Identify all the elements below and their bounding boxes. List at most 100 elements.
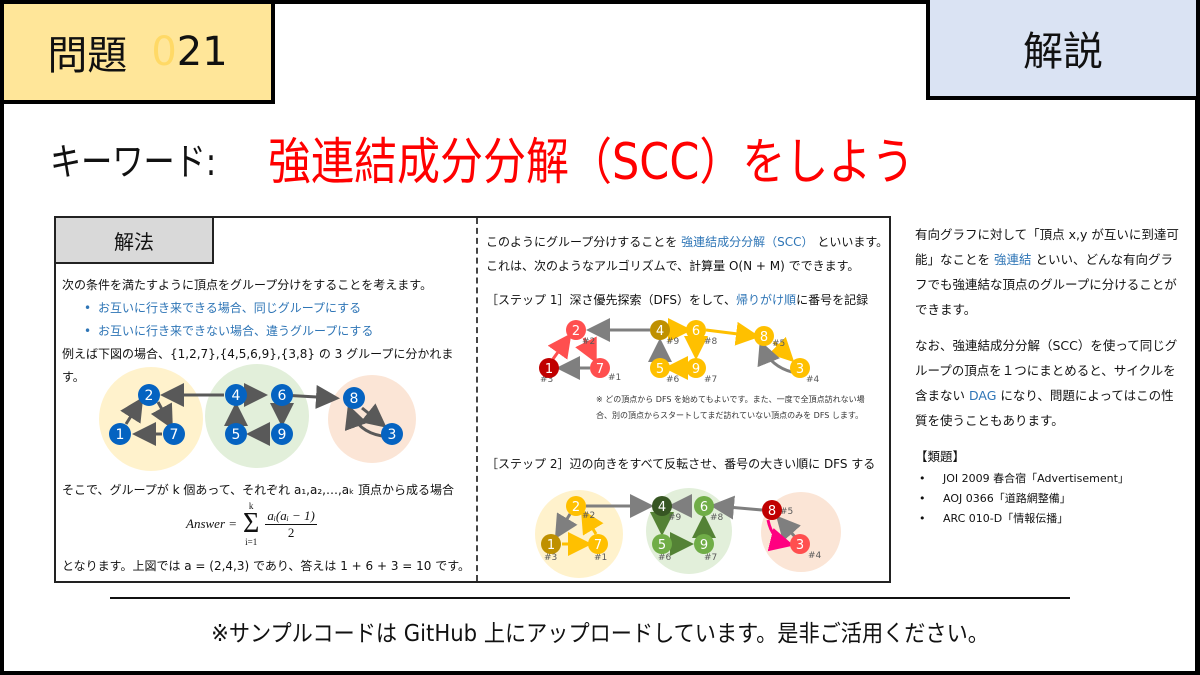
- svg-text:7: 7: [170, 427, 179, 443]
- step1-graph: #2 #3 #1 #9 #8 #6 #7 #5 #4 2 1 7 4 6 5 9…: [539, 318, 820, 385]
- svg-text:8: 8: [768, 504, 776, 519]
- svg-text:#9: #9: [666, 337, 680, 347]
- formula-fraction: aᵢ(aᵢ − 1) 2: [265, 508, 317, 541]
- svg-text:2: 2: [572, 324, 580, 339]
- explain-tag: 解説: [926, 0, 1200, 100]
- method-left-column: 次の条件を満たすように頂点をグループ分けをすることを考えます。 お互いに行き来で…: [62, 274, 472, 389]
- svg-text:7: 7: [594, 538, 602, 553]
- step1-node-9: 9: [686, 358, 706, 378]
- algorithm-line1: このようにグループ分けすることを 強連結成分分解（SCC） といいます。: [486, 235, 889, 249]
- svg-text:#5: #5: [780, 507, 793, 517]
- example-node-2: 2: [138, 384, 160, 406]
- similar-problem-item: ARC 010-D「情報伝播」: [915, 509, 1185, 529]
- similar-problem-item: JOI 2009 春合宿「Advertisement」: [915, 469, 1185, 489]
- svg-text:#7: #7: [704, 553, 717, 563]
- keyword-row: キーワード: 強連結成分分解（SCC）をしよう: [50, 118, 1020, 198]
- example-node-1: 1: [109, 423, 131, 445]
- svg-text:5: 5: [232, 427, 241, 443]
- svg-text:#4: #4: [808, 551, 822, 561]
- example-node-6: 6: [271, 384, 293, 406]
- svg-text:#9: #9: [668, 513, 682, 523]
- answer-formula: Answer = k Σ i=1 aᵢ(aᵢ − 1) 2: [186, 501, 317, 547]
- scc-term: 強連結成分分解（SCC）: [681, 235, 814, 249]
- svg-text:#8: #8: [704, 337, 718, 347]
- groups-text: そこで、グループが k 個あって、それぞれ a₁,a₂,…,aₖ 頂点から成る場…: [62, 483, 455, 497]
- svg-text:1: 1: [116, 427, 125, 443]
- problem-number: 21: [176, 29, 228, 75]
- footer-note: ※サンプルコードは GitHub 上にアップロードしています。是非ご活用ください…: [211, 621, 989, 647]
- svg-text:#6: #6: [666, 375, 680, 385]
- algorithm-line2: これは、次のようなアルゴリズムで、計算量 O(N + M) でできます。: [486, 259, 860, 273]
- step1-node-2: 2: [566, 320, 586, 340]
- step2-node-3: 3: [790, 534, 810, 554]
- similar-problem-item: AOJ 0366「道路網整備」: [915, 489, 1185, 509]
- problem-label: 問題: [47, 33, 128, 79]
- step1-node-4: 4: [650, 320, 670, 340]
- example-node-9: 9: [271, 423, 293, 445]
- method-intro: 次の条件を満たすように頂点をグループ分けをすることを考えます。: [62, 278, 433, 292]
- svg-text:4: 4: [658, 500, 666, 515]
- step1-node-5: 5: [650, 358, 670, 378]
- svg-text:#1: #1: [594, 553, 607, 563]
- svg-text:6: 6: [692, 324, 700, 339]
- svg-text:#4: #4: [806, 375, 820, 385]
- group-red: [328, 375, 416, 463]
- svg-text:3: 3: [796, 538, 804, 553]
- svg-text:6: 6: [700, 500, 708, 515]
- step1-node-8: 8: [754, 326, 774, 346]
- formula-denominator: 2: [287, 524, 295, 540]
- svg-text:#2: #2: [582, 511, 595, 521]
- problem-number-prefix: 0: [151, 29, 177, 75]
- example-node-4: 4: [225, 384, 247, 406]
- method-bullet-different-group: お互いに行き来できない場合、違うグループにする: [62, 320, 472, 343]
- step2-node-8: 8: [762, 500, 782, 520]
- svg-text:#3: #3: [540, 375, 553, 385]
- dag-term: DAG: [968, 388, 997, 403]
- step2-title: ［ステップ 2］辺の向きをすべて反転させ、番号の大きい順に DFS する: [486, 457, 876, 471]
- svg-text:3: 3: [388, 427, 397, 443]
- example-graph: 2 1 7 4 6 5 9 8 3: [99, 364, 416, 471]
- step1-node-1: 1: [539, 358, 559, 378]
- algorithm-column: このようにグループ分けすることを 強連結成分分解（SCC） といいます。 これは…: [486, 230, 889, 312]
- step2-node-2: 2: [566, 496, 586, 516]
- step2-node-9: 9: [694, 534, 714, 554]
- step2-node-1: 1: [541, 534, 561, 554]
- svg-text:#7: #7: [704, 375, 717, 385]
- step1-node-7: 7: [590, 358, 610, 378]
- svg-text:9: 9: [700, 538, 708, 553]
- svg-text:6: 6: [278, 388, 287, 404]
- sigma-icon: k Σ i=1: [243, 501, 260, 547]
- panel-divider: [476, 218, 478, 581]
- svg-text:7: 7: [596, 362, 604, 377]
- svg-text:#1: #1: [608, 373, 621, 383]
- svg-text:5: 5: [656, 362, 664, 377]
- step1-title: ［ステップ 1］深さ優先探索（DFS）をして、帰りがけ順に番号を記録: [486, 293, 869, 307]
- side-paragraph-1: 有向グラフに対して「頂点 x,y が互いに到達可能」なことを 強連結 といい、ど…: [915, 227, 1179, 317]
- method-panel: 解法 次の条件を満たすように頂点をグループ分けをすることを考えます。 お互いに行…: [54, 216, 891, 583]
- svg-text:3: 3: [796, 362, 804, 377]
- svg-text:1: 1: [547, 538, 555, 553]
- svg-text:4: 4: [656, 324, 664, 339]
- step2-graph: #2 #3 #1 #9 #8 #6 #7 #5 #4 2 1 7 4 6 5 9…: [535, 488, 841, 578]
- postorder-term: 帰りがけ順: [736, 293, 797, 307]
- step2-node-4: 4: [652, 496, 672, 516]
- svg-text:8: 8: [350, 391, 359, 407]
- explain-label: 解説: [1023, 29, 1103, 75]
- example-node-7: 7: [163, 423, 185, 445]
- svg-text:#3: #3: [544, 553, 557, 563]
- step1-note: ※ どの頂点から DFS を始めてもよいです。また、一度で全頂点訪れない場 合、…: [596, 395, 865, 420]
- step1-node-3: 3: [790, 358, 810, 378]
- svg-text:4: 4: [232, 388, 241, 404]
- step2-node-6: 6: [694, 496, 714, 516]
- footer-divider: [110, 597, 1070, 599]
- strongly-connected-term: 強連結: [993, 252, 1032, 267]
- keyword-title: 強連結成分分解（SCC）をしよう: [268, 133, 915, 191]
- method-tab-label: 解法: [114, 229, 154, 254]
- group-green: [205, 364, 309, 468]
- svg-text:#5: #5: [772, 339, 785, 349]
- svg-text:9: 9: [692, 362, 700, 377]
- keyword-label: キーワード:: [50, 139, 217, 184]
- svg-text:5: 5: [658, 538, 666, 553]
- method-example: 例えば下図の場合、{1,2,7},{4,5,6,9},{3,8} の 3 グルー…: [62, 347, 454, 384]
